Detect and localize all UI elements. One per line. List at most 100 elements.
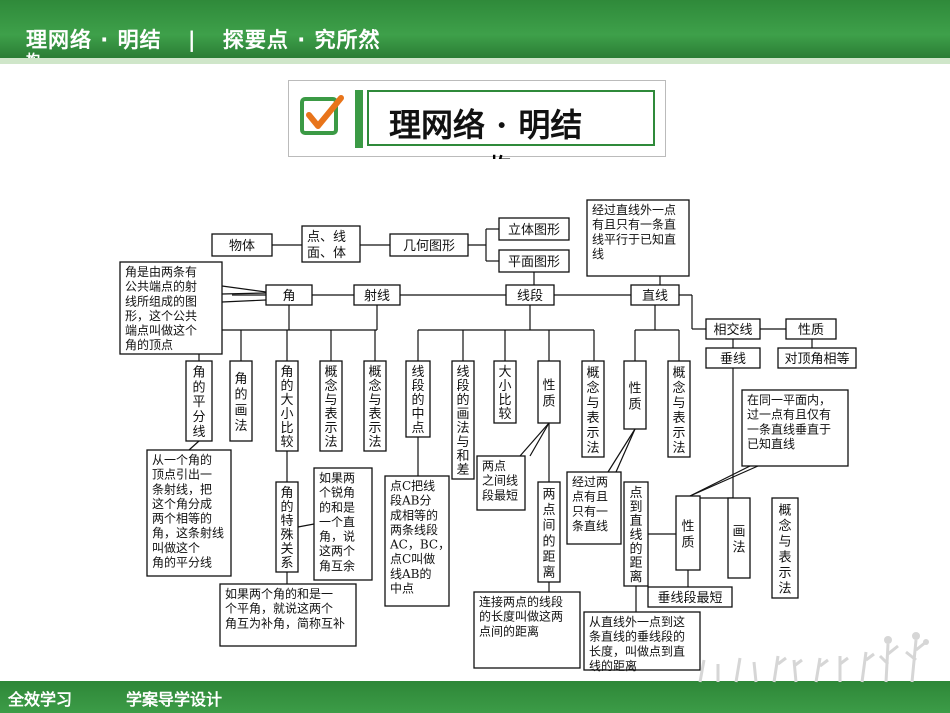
- node-guoyidian: 经过直线外一点有且只有一条直线平行于已知直线: [586, 199, 690, 277]
- node-xdzd: 线段的中点: [405, 360, 431, 438]
- node-label: 性质: [798, 323, 824, 338]
- node-box: [451, 360, 475, 480]
- node-dianjuli: 点到直线的距离: [623, 481, 649, 587]
- node-xingzhi4: 性质: [675, 495, 701, 571]
- node-chuixian: 垂线: [705, 347, 761, 369]
- node-label: 角的大小比较: [280, 365, 293, 450]
- node-box: [389, 233, 469, 257]
- node-label: 线段的画法与和差: [456, 365, 469, 478]
- node-juli: 两点间的距离: [537, 481, 561, 583]
- node-label: 如果两个角的和是一个平角，就说这两个角互为补角，简称互补: [225, 586, 345, 630]
- node-jiaohuafa: 角的画法: [229, 360, 253, 442]
- node-label: 画法: [732, 525, 745, 556]
- node-xingzhi1: 性质: [785, 318, 837, 340]
- node-dxbj: 大小比较: [493, 360, 517, 424]
- node-box: [229, 360, 253, 442]
- node-box: [185, 360, 213, 442]
- node-label: 性质: [681, 520, 694, 551]
- node-yuhu: 如果两个锐角的和是一个直角，说这两个角互余: [313, 467, 373, 581]
- node-pingfen: 角的平分线: [185, 360, 213, 442]
- node-label: 从一个角的顶点引出一条射线，把这个角分成两个相等的角，这条射线叫做这个角的平分线: [152, 452, 224, 569]
- node-box: [785, 318, 837, 340]
- node-box: [301, 225, 361, 263]
- node-box: [741, 389, 849, 467]
- header-tab-explore[interactable]: 探要点 · 究所然: [222, 28, 381, 52]
- node-box: [384, 475, 450, 607]
- node-shexian: 射线: [353, 284, 401, 306]
- node-liti: 立体图形: [498, 217, 570, 241]
- node-label: 从直线外一点到这条直线的垂线段的长度，叫做点到直线的距离: [589, 614, 685, 673]
- node-huafa: 画法: [727, 497, 751, 579]
- node-buhu: 如果两个角的和是一个平角，就说这两个角互为补角，简称互补: [219, 583, 357, 647]
- node-label: 角的特殊关系: [280, 486, 293, 571]
- node-box: [630, 284, 680, 306]
- node-box: [667, 360, 691, 458]
- header-overflow-char: 构: [26, 50, 40, 58]
- node-label: 概念与表示法: [778, 503, 791, 596]
- footer-left-text: 全效学习: [8, 690, 73, 709]
- node-label: 垂线段最短: [657, 591, 722, 606]
- node-label: 直线: [642, 289, 668, 304]
- node-duiding: 对顶角相等: [777, 347, 857, 369]
- node-label: 性质: [628, 382, 641, 413]
- banner-title-box: 理网络 · 明结: [367, 90, 655, 146]
- node-box: [265, 284, 313, 306]
- node-label: 点、线面、体: [307, 230, 346, 261]
- node-box: [476, 455, 526, 511]
- node-tongyi: 在同一平面内，过一点有且仅有一条直线垂直于已知直线: [741, 389, 849, 467]
- banner-overflow-char: 构: [489, 149, 511, 159]
- node-xiangjiao: 相交线: [705, 318, 761, 340]
- node-label: 相交线: [713, 322, 752, 338]
- node-box: [119, 261, 223, 355]
- node-box: [275, 481, 299, 573]
- node-box: [498, 249, 570, 273]
- node-box: [353, 284, 401, 306]
- node-box: [319, 360, 343, 452]
- node-box: [473, 591, 581, 669]
- node-box: [505, 284, 555, 306]
- node-label: 概念与表示法: [324, 365, 337, 450]
- node-box: [219, 583, 357, 647]
- node-xingzhi3: 性质: [623, 360, 647, 430]
- node-label: 线段: [517, 289, 543, 304]
- node-label: 物体: [229, 239, 255, 254]
- node-box: [586, 199, 690, 277]
- node-label: 射线: [364, 288, 390, 304]
- node-box: [727, 497, 751, 579]
- node-box: [623, 481, 649, 587]
- node-gnbsf4: 概念与表示法: [667, 360, 691, 458]
- node-label: 性质: [542, 379, 555, 410]
- node-box: [705, 318, 761, 340]
- node-dianjulidef: 从直线外一点到这条直线的垂线段的长度，叫做点到直线的距离: [583, 611, 701, 673]
- node-label: 对顶角相等: [784, 351, 849, 367]
- header-separator: |: [187, 28, 197, 52]
- node-jiaobijiao: 角的大小比较: [275, 360, 299, 452]
- node-chuixianduan: 垂线段最短: [647, 586, 733, 608]
- node-pingfendef: 从一个角的顶点引出一条射线，把这个角分成两个相等的角，这条射线叫做这个角的平分线: [146, 449, 232, 577]
- node-jiao: 角: [265, 284, 313, 306]
- header-bar: 理网络 · 明结 | 探要点 · 究所然 构: [0, 0, 950, 58]
- node-label: 线段的中点: [411, 365, 424, 436]
- node-box: [583, 611, 701, 671]
- node-liangdianzui: 两点之间线段最短: [476, 455, 526, 511]
- footer-bar: 全效学习 学案导学设计: [0, 681, 950, 713]
- node-teshu: 角的特殊关系: [275, 481, 299, 573]
- node-label: 几何图形: [403, 238, 455, 254]
- header-tab-network[interactable]: 理网络 · 明结: [26, 28, 162, 52]
- checkbox-check-icon: [300, 95, 344, 135]
- node-dxmt: 点、线面、体: [301, 225, 361, 263]
- node-label: 如果两个锐角的和是一个直角，说这两个角互余: [319, 470, 355, 573]
- node-label: 角是由两条有公共端点的射线所组成的图形，这个公共端点叫做这个角的顶点: [125, 265, 197, 352]
- header-title: 理网络 · 明结 | 探要点 · 究所然: [26, 24, 381, 54]
- node-box: [705, 347, 761, 369]
- node-xingzhi2: 性质: [537, 360, 561, 424]
- node-label: 大小比较: [498, 365, 511, 422]
- node-label: 概念与表示法: [672, 366, 685, 456]
- node-xianduan: 线段: [505, 284, 555, 306]
- node-box: [537, 481, 561, 583]
- node-jiaodef: 角是由两条有公共端点的射线所组成的图形，这个公共端点叫做这个角的顶点: [119, 261, 223, 355]
- node-label: 概念与表示法: [368, 365, 381, 450]
- node-label: 点到直线的距离: [629, 486, 642, 585]
